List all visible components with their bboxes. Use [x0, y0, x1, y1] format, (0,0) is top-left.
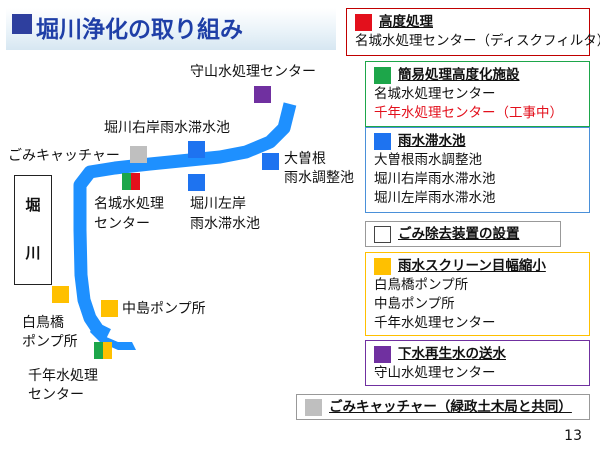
- gray-swatch-icon: [305, 399, 322, 416]
- legend-rainwater-storage: 雨水滞水池 大曽根雨水調整池 堀川右岸雨水滞水池 堀川左岸雨水滞水池: [365, 127, 590, 213]
- blue-swatch-icon: [374, 133, 391, 150]
- green-swatch-icon: [374, 67, 391, 84]
- horikawa-right-storage-marker: [188, 141, 205, 158]
- legend-debris-removal: ごみ除去装置の設置: [365, 221, 561, 247]
- gomi-catcher-gray-marker: [130, 146, 147, 163]
- label-sennen-2: センター: [28, 387, 84, 403]
- legend-storage-title: 雨水滞水池: [398, 133, 466, 149]
- river-name-char-1: 堀: [25, 196, 41, 214]
- legend-rain-screen: 雨水スクリーン目幅縮小 白鳥橋ポンプ所 中島ポンプ所 千年水処理センター: [365, 252, 590, 336]
- label-ozone-2: 雨水調整池: [284, 170, 354, 186]
- label-meijo-2: センター: [94, 216, 150, 232]
- label-sennen-1: 千年水処理: [28, 368, 98, 384]
- legend-screen-item-2: 中島ポンプ所: [374, 296, 455, 312]
- legend-reclaimed-title: 下水再生水の送水: [398, 346, 506, 362]
- legend-screen-title: 雨水スクリーン目幅縮小: [398, 258, 546, 274]
- legend-simple-advanced: 簡易処理高度化施設 名城水処理センター 千年水処理センター（工事中）: [365, 61, 590, 127]
- label-horikawa-left-2: 雨水滞水池: [190, 216, 260, 232]
- horikawa-left-storage-marker: [188, 174, 205, 191]
- legend-simple-advanced-title: 簡易処理高度化施設: [398, 67, 520, 83]
- yellow-swatch-icon: [374, 258, 391, 275]
- legend-catcher-title: ごみキャッチャー（緑政土木局と共同）: [329, 399, 572, 415]
- legend-storage-item-3: 堀川左岸雨水滞水池: [374, 190, 496, 206]
- sennen-green-marker: [94, 342, 103, 359]
- label-shirotori-1: 白鳥橋: [22, 315, 64, 331]
- legend-advanced-title: 高度処理: [379, 14, 433, 30]
- title-bar: [6, 8, 336, 50]
- label-meijo-1: 名城水処理: [94, 196, 164, 212]
- ozone-storage-marker: [262, 153, 279, 170]
- legend-advanced-treatment: 高度処理 名城水処理センター（ディスクフィルタ）: [346, 8, 600, 56]
- meijo-red-marker: [131, 173, 140, 190]
- river-name-char-2: 川: [25, 244, 41, 262]
- shirotori-yellow-marker: [52, 286, 69, 303]
- legend-advanced-item: 名城水処理センター（ディスクフィルタ）: [355, 33, 600, 49]
- nakajima-yellow-marker: [101, 300, 118, 317]
- page-number: 13: [564, 428, 582, 444]
- legend-gomi-catcher: ごみキャッチャー（緑政土木局と共同）: [296, 394, 590, 420]
- legend-debris-title: ごみ除去装置の設置: [398, 226, 520, 242]
- label-moriyama: 守山水処理センター: [190, 64, 316, 80]
- label-horikawa-left-1: 堀川左岸: [190, 196, 246, 212]
- legend-reclaimed-water: 下水再生水の送水 守山水処理センター: [365, 340, 590, 386]
- sennen-yellow-marker: [103, 342, 112, 359]
- label-shirotori-2: ポンプ所: [22, 334, 78, 350]
- legend-reclaimed-item: 守山水処理センター: [374, 365, 496, 381]
- legend-storage-item-2: 堀川右岸雨水滞水池: [374, 171, 496, 187]
- label-ozone-1: 大曽根: [284, 151, 326, 167]
- moriyama-purple-marker: [254, 86, 271, 103]
- legend-storage-item-1: 大曽根雨水調整池: [374, 152, 482, 168]
- horikawa-river: [73, 102, 297, 341]
- meijo-green-marker: [122, 173, 131, 190]
- legend-simple-advanced-item: 名城水処理センター: [374, 86, 496, 102]
- river-name-box: 堀 川: [14, 175, 52, 285]
- legend-screen-item-3: 千年水処理センター: [374, 315, 496, 331]
- legend-screen-item-1: 白鳥橋ポンプ所: [374, 277, 469, 293]
- label-nakajima: 中島ポンプ所: [122, 301, 206, 317]
- title-square-icon: [12, 14, 32, 34]
- empty-swatch-icon: [374, 226, 391, 243]
- horikawa-river-mouth: [90, 324, 136, 350]
- legend-simple-advanced-construction: 千年水処理センター（工事中）: [374, 105, 563, 121]
- page-title: 堀川浄化の取り組み: [36, 17, 243, 43]
- purple-swatch-icon: [374, 346, 391, 363]
- label-gomi-catcher: ごみキャッチャー: [8, 148, 120, 164]
- red-swatch-icon: [355, 14, 372, 31]
- label-horikawa-right: 堀川右岸雨水滞水池: [104, 120, 230, 136]
